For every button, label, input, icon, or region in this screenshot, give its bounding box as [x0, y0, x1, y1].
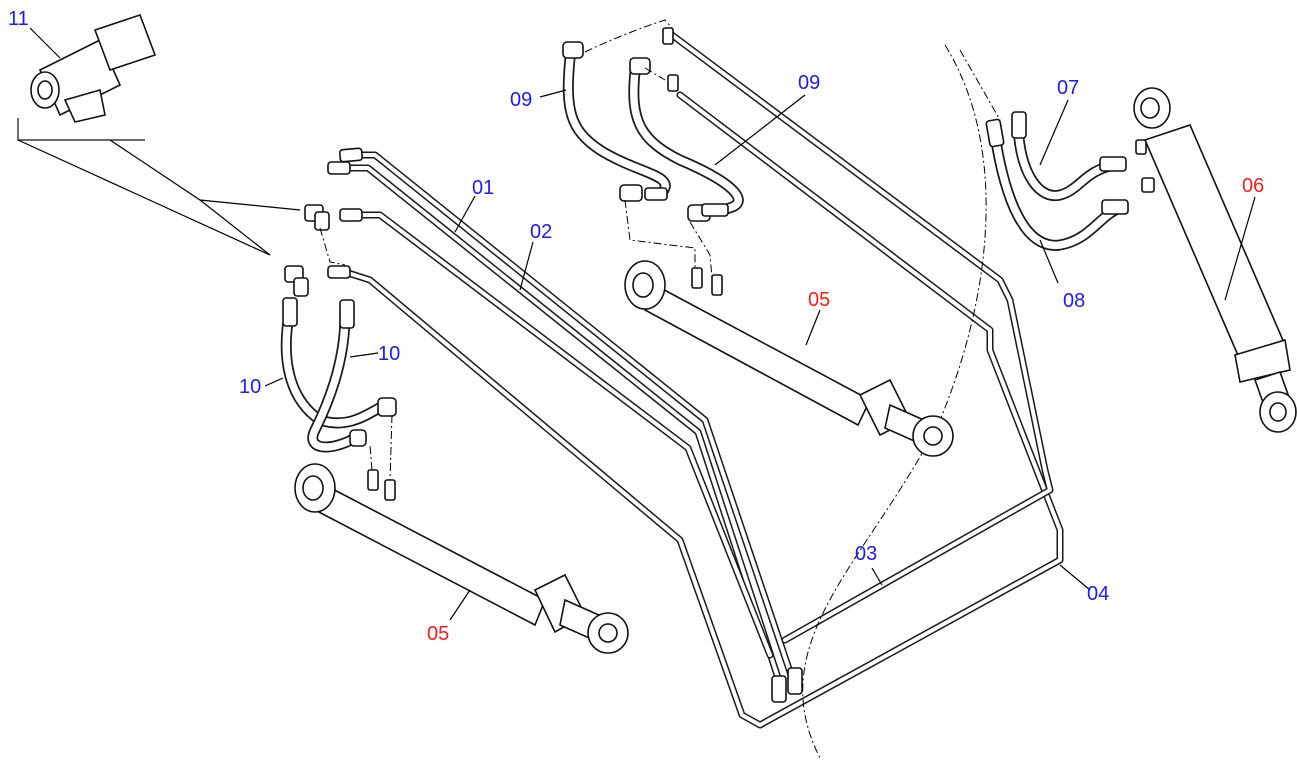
callout-02: 02	[530, 221, 553, 243]
callout-09-right: 09	[798, 72, 821, 94]
callout-08: 08	[1063, 290, 1086, 312]
callout-05-upper: 05	[808, 289, 831, 311]
cylinder-05-upper	[624, 260, 954, 457]
tee-fitting-detail	[17, 13, 301, 256]
callout-11: 11	[8, 8, 29, 30]
callout-06: 06	[1242, 175, 1265, 197]
cylinder-05-lower	[294, 463, 629, 654]
callout-03: 03	[855, 543, 878, 565]
callout-01: 01	[472, 177, 495, 199]
callout-leaders	[29, 27, 1256, 621]
callout-05-lower: 05	[427, 623, 450, 645]
hoses	[280, 52, 1126, 453]
callout-09-left: 09	[510, 89, 533, 111]
callout-07: 07	[1057, 77, 1080, 99]
callout-04: 04	[1087, 583, 1110, 605]
callout-10-right: 10	[378, 343, 401, 365]
callout-10-left: 10	[239, 376, 262, 398]
cylinder-06	[1133, 87, 1297, 433]
steel-tubes	[341, 31, 1064, 729]
fittings	[282, 27, 1155, 703]
